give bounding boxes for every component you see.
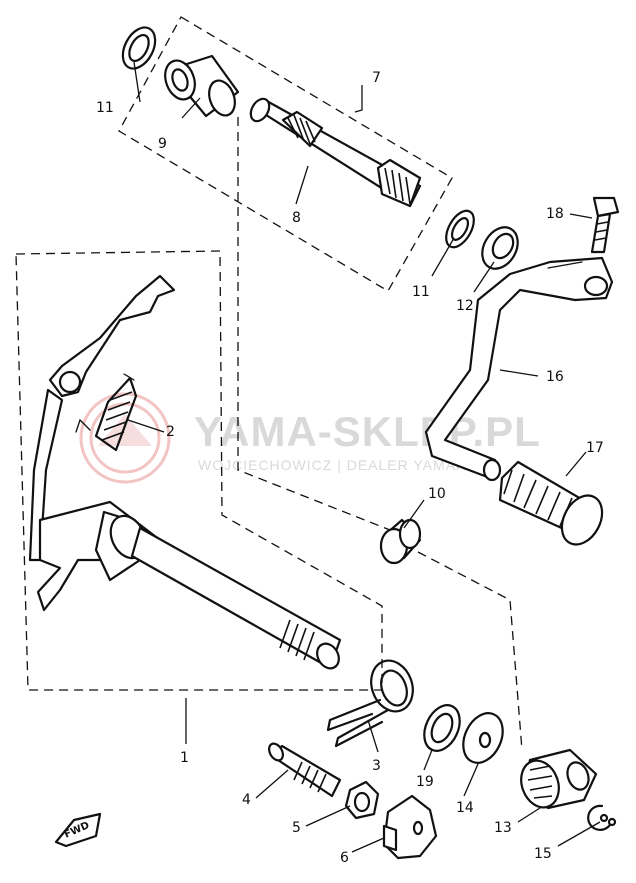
callout-10: 10 <box>428 486 446 502</box>
callout-18: 18 <box>546 206 564 222</box>
collar-part-9 <box>164 54 240 118</box>
callout-19: 19 <box>416 774 434 790</box>
assembly-connection-line <box>237 117 391 531</box>
plate-part-6 <box>382 794 438 860</box>
bushing-part-12 <box>481 226 519 270</box>
bolt-part-18 <box>590 196 620 254</box>
callout-12: 12 <box>456 298 474 314</box>
stopper-pin-part-4 <box>268 742 342 798</box>
oil-seal-part-19 <box>423 704 461 752</box>
circlip-part-15 <box>587 804 617 831</box>
callout-7: 7 <box>372 70 381 86</box>
callout-5: 5 <box>292 820 301 836</box>
assembly-connection-line-2 <box>417 551 523 751</box>
washer-part-11-upper <box>121 26 157 70</box>
callout-11-lower: 11 <box>412 284 430 300</box>
callout-8: 8 <box>292 210 301 226</box>
callout-17: 17 <box>586 440 604 456</box>
dealer-watermark: YAMA-SKLEP.PL WOJCIECHOWICZ | DEALER YAM… <box>79 392 541 484</box>
assembly-box-1 <box>15 250 383 691</box>
callout-3: 3 <box>372 758 381 774</box>
callout-16: 16 <box>546 369 564 385</box>
spring-part-2 <box>75 373 138 452</box>
shift-shaft-assembly-part-1 <box>28 274 342 670</box>
kick-shaft-part-8 <box>249 97 422 208</box>
callout-9: 9 <box>158 136 167 152</box>
watermark-logo <box>79 392 171 484</box>
watermark-subtext: WOJCIECHOWICZ | DEALER YAMAHA <box>198 457 477 473</box>
washer-part-11-lower <box>445 209 475 249</box>
callout-numbers: 7 9 8 11 11 12 18 16 17 10 2 3 4 5 6 19 … <box>96 70 604 866</box>
callout-11-upper: 11 <box>96 100 114 116</box>
kick-gear-part-13 <box>520 748 598 810</box>
callout-1: 1 <box>180 750 189 766</box>
collar-part-10 <box>379 518 422 565</box>
callout-6: 6 <box>340 850 349 866</box>
callout-15: 15 <box>534 846 552 862</box>
callout-4: 4 <box>242 792 251 808</box>
leader-lines <box>127 61 601 853</box>
callout-14: 14 <box>456 800 474 816</box>
washer-part-14 <box>462 712 504 764</box>
callout-2: 2 <box>166 424 175 440</box>
kick-pedal-rubber-part-17 <box>498 460 604 546</box>
nut-part-5 <box>344 780 380 820</box>
kick-crank-part-16 <box>424 256 614 482</box>
forward-direction-mark: FWD <box>54 812 102 848</box>
assembly-box-7 <box>118 16 453 292</box>
torsion-spring-part-3 <box>326 659 414 748</box>
watermark-text: YAMA-SKLEP.PL <box>194 408 541 455</box>
callout-13: 13 <box>494 820 512 836</box>
